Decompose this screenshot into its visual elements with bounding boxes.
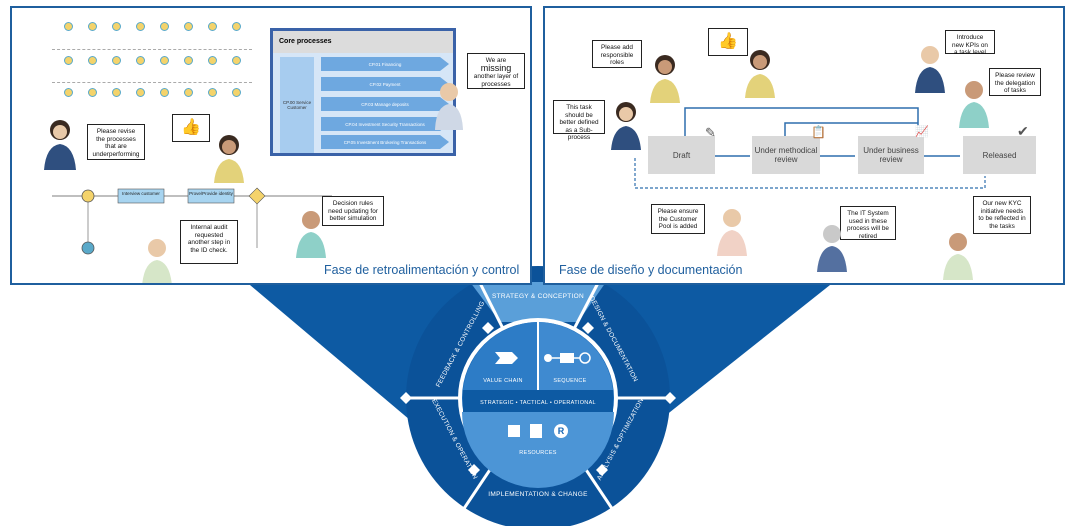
flow-task-label: Prove/Provide identity bbox=[189, 191, 233, 196]
core-item: CP.02 Payment bbox=[321, 77, 449, 91]
person-avatar bbox=[717, 209, 747, 256]
label-feedback: FEEDBACK & CONTROLLING bbox=[435, 300, 487, 389]
feedback-control-panel: Core processes CP.00 Service Customer CP… bbox=[10, 6, 532, 285]
process-node-icon bbox=[232, 22, 241, 31]
label-analysis: ANALYSIS & OPTIMIZATION bbox=[596, 397, 645, 481]
bubble-kyc: Our new KYC initiative needs to be refle… bbox=[973, 196, 1031, 234]
process-node-icon bbox=[112, 22, 121, 31]
core-left-label: CP.00 Service Customer bbox=[280, 57, 314, 153]
process-node-icon bbox=[64, 22, 73, 31]
bpmn-flow bbox=[52, 187, 332, 255]
design-documentation-panel: Draft Under methodical review Under busi… bbox=[543, 6, 1065, 285]
person-avatar bbox=[296, 211, 326, 258]
label-sequence: SEQUENCE bbox=[553, 378, 586, 384]
status-box-draft: Draft bbox=[648, 136, 715, 174]
swimlane-grid bbox=[52, 16, 252, 116]
bubble-it-system: The IT System used in these process will… bbox=[840, 206, 896, 240]
process-node-icon bbox=[112, 88, 121, 97]
bubble-new-kpis: Introduce new KPIs on a task level bbox=[945, 30, 995, 56]
process-node-icon bbox=[160, 22, 169, 31]
label-strategy: STRATEGY & CONCEPTION bbox=[492, 293, 584, 300]
process-node-icon bbox=[184, 56, 193, 65]
label-design: DESIGN & DOCUMENTATION bbox=[588, 295, 639, 383]
person-avatar bbox=[915, 46, 945, 93]
pencil-icon: ✎ bbox=[705, 125, 716, 140]
person-avatar bbox=[817, 225, 847, 272]
person-avatar bbox=[214, 135, 244, 183]
process-node-icon bbox=[160, 56, 169, 65]
person-avatar bbox=[435, 83, 463, 130]
person-avatar bbox=[44, 120, 76, 170]
process-node-icon bbox=[136, 88, 145, 97]
process-node-icon bbox=[208, 88, 217, 97]
chart-icon: 📈 bbox=[915, 126, 929, 138]
process-node-icon bbox=[64, 56, 73, 65]
process-node-icon bbox=[208, 56, 217, 65]
caption-feedback-control: Fase de retroalimentación y control bbox=[324, 263, 520, 277]
process-node-icon bbox=[88, 22, 97, 31]
core-item: CP.03 Manage deposits bbox=[321, 97, 449, 111]
process-node-icon bbox=[208, 22, 217, 31]
process-node-icon bbox=[184, 22, 193, 31]
bubble-internal-audit: Internal audit requested another step in… bbox=[180, 220, 238, 264]
core-item: CP.04 Investment Security Transactions bbox=[321, 117, 449, 131]
process-node-icon bbox=[136, 56, 145, 65]
process-node-icon bbox=[88, 56, 97, 65]
flow-task-label: Interview customer bbox=[122, 191, 160, 196]
process-node-icon bbox=[184, 88, 193, 97]
bubble-delegation: Please review the delegation of tasks bbox=[989, 68, 1041, 96]
thumbs-up-icon: 👍 bbox=[708, 28, 748, 56]
caption-design-documentation: Fase de diseño y documentación bbox=[559, 263, 743, 277]
core-item: CP.01 Financing bbox=[321, 57, 449, 71]
checkmark-icon: ✔ bbox=[1017, 123, 1029, 139]
bubble-revise-processes: Please revise the processes that are und… bbox=[87, 124, 145, 160]
bubble-decision-rules: Decision rules need updating for better … bbox=[322, 196, 384, 226]
process-node-icon bbox=[160, 88, 169, 97]
process-node-icon bbox=[232, 88, 241, 97]
person-avatar bbox=[959, 81, 989, 128]
label-execution: EXECUTION & OPERATION bbox=[430, 398, 478, 481]
person-avatar bbox=[943, 233, 973, 280]
status-box-released: Released bbox=[963, 136, 1036, 174]
person-avatar bbox=[745, 50, 775, 98]
label-resources: RESOURCES bbox=[519, 450, 557, 456]
thumbs-up-icon: 👍 bbox=[172, 114, 210, 142]
label-implementation: IMPLEMENTATION & CHANGE bbox=[488, 491, 588, 498]
bubble-missing-layer: We are missing another layer of processe… bbox=[467, 53, 525, 89]
label-levels: STRATEGIC • TACTICAL • OPERATIONAL bbox=[480, 400, 596, 406]
status-box-methodical-review: Under methodical review bbox=[752, 136, 820, 174]
process-node-icon bbox=[232, 56, 241, 65]
process-node-icon bbox=[112, 56, 121, 65]
process-node-icon bbox=[136, 22, 145, 31]
label-value-chain: VALUE CHAIN bbox=[483, 378, 523, 384]
core-processes-title: Core processes bbox=[273, 31, 453, 53]
clipboard-icon: 📋 bbox=[811, 125, 826, 139]
person-avatar bbox=[611, 102, 641, 150]
process-node-icon bbox=[64, 88, 73, 97]
person-avatar bbox=[650, 55, 680, 103]
bubble-add-roles: Please add responsible roles bbox=[592, 40, 642, 68]
status-flow bbox=[634, 107, 986, 189]
svg-text:R: R bbox=[558, 426, 565, 436]
process-node-icon bbox=[88, 88, 97, 97]
bubble-subprocess: This task should be better defined as a … bbox=[553, 100, 605, 141]
status-box-business-review: Under business review bbox=[858, 136, 924, 174]
core-item: CP.05 Investment Brokering Transactions bbox=[321, 135, 449, 149]
person-avatar bbox=[142, 239, 172, 283]
core-processes-box: Core processes CP.00 Service Customer CP… bbox=[270, 28, 456, 156]
bubble-customer-pool: Please ensure the Customer Pool is added bbox=[651, 204, 705, 234]
